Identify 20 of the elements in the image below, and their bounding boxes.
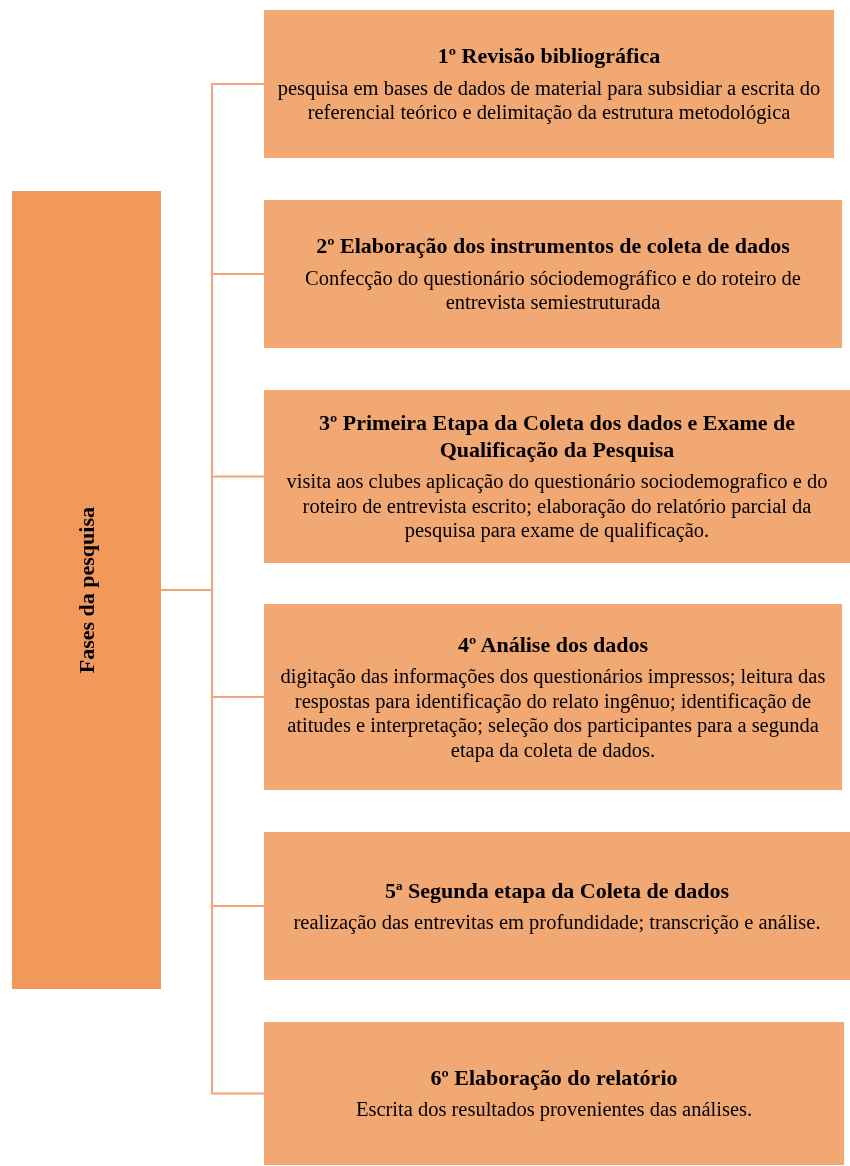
phase-box — [264, 200, 842, 348]
phase-title: 4º Análise dos dados — [457, 631, 649, 658]
phase-description: pesquisa em bases de dados de material para subsidiar a escrita do referencial teórico e delimitação da estrutura metodológica — [276, 75, 822, 125]
phase-box — [264, 10, 834, 158]
phase-box — [264, 832, 850, 980]
root-label: Fases da pesquisa — [73, 506, 100, 674]
root-box — [12, 191, 161, 989]
phase-box — [264, 1022, 844, 1165]
phase-title: 1º Revisão bibliográfica — [437, 43, 661, 70]
phase-box — [264, 390, 850, 563]
phase-title: 5ª Segunda etapa da Coleta de dados — [385, 877, 729, 904]
phase-box — [264, 604, 842, 790]
phase-description: Escrita dos resultados provenientes das análises. — [355, 1097, 753, 1122]
phase-title: 6º Elaboração do relatório — [430, 1065, 678, 1092]
phase-description: Confecção do questionário sóciodemográfico e do roteiro de entrevista semiestruturada — [304, 265, 802, 315]
phase-title: 2º Elaboração dos instrumentos de coleta de dados — [316, 233, 790, 260]
phase-description: realização das entrevitas em profundidade; transcrição e análise. — [293, 909, 821, 935]
phase-title: 3º Primeira Etapa da Coleta dos dados e Exame de Qualificação da Pesquisa — [318, 410, 796, 463]
phase-description: digitação das informações dos questionários impressos; leitura das respostas para identificação do relato ingênuo; identificação de atitudes e interpretação; seleção dos participantes para a segunda etapa da coleta de dados. — [279, 664, 827, 763]
phase-description: visita aos clubes aplicação do questionário sociodemografico e do roteiro de entrevista escrito; elaboração do relatório parcial da pesquisa para exame de qualificação. — [285, 469, 829, 543]
